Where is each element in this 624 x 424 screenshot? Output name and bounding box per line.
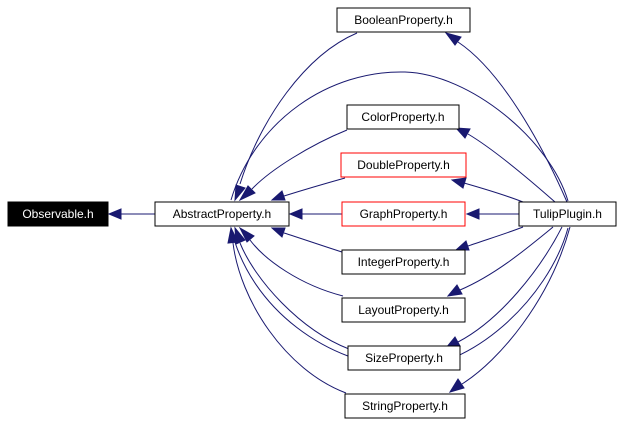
node-abstract-property[interactable]: AbstractProperty.h bbox=[154, 201, 290, 227]
edge-string-to-abstract bbox=[227, 226, 347, 394]
edge-graph-to-abstract bbox=[288, 208, 342, 220]
node-string-property[interactable]: StringProperty.h bbox=[344, 393, 466, 419]
node-layout-property[interactable]: LayoutProperty.h bbox=[341, 297, 466, 323]
edge-integer-to-abstract bbox=[270, 227, 346, 254]
edge-arc-top bbox=[230, 71, 569, 202]
node-double-property[interactable]: DoubleProperty.h bbox=[340, 152, 467, 178]
node-boolean-property-label: BooleanProperty.h bbox=[354, 13, 453, 27]
node-graph-property-label: GraphProperty.h bbox=[360, 207, 448, 221]
node-boolean-property[interactable]: BooleanProperty.h bbox=[336, 7, 471, 33]
node-color-property-label: ColorProperty.h bbox=[361, 110, 444, 124]
edge-color-to-abstract bbox=[238, 129, 348, 202]
node-integer-property[interactable]: IntegerProperty.h bbox=[341, 249, 466, 275]
edge-tulip-to-double bbox=[450, 177, 524, 203]
edge-tulip-to-boolean bbox=[444, 32, 568, 203]
node-string-property-label: StringProperty.h bbox=[362, 399, 448, 413]
node-size-property-label: SizeProperty.h bbox=[365, 351, 443, 365]
edge-abstract-to-observable bbox=[107, 208, 155, 220]
edge-tulip-to-string bbox=[448, 226, 571, 393]
edge-tulip-to-layout bbox=[446, 226, 554, 297]
node-abstract-property-label: AbstractProperty.h bbox=[173, 207, 271, 221]
edge-tulip-to-graph bbox=[465, 208, 519, 220]
node-observable[interactable]: Observable.h bbox=[7, 201, 109, 227]
edge-size-to-abstract bbox=[234, 226, 350, 350]
edge-boolean-to-abstract bbox=[234, 32, 358, 202]
node-graph-property[interactable]: GraphProperty.h bbox=[341, 201, 466, 227]
node-double-property-label: DoubleProperty.h bbox=[357, 158, 450, 172]
node-tulip-plugin[interactable]: TulipPlugin.h bbox=[518, 201, 617, 227]
node-observable-label: Observable.h bbox=[22, 207, 93, 221]
edge-tulip-to-color bbox=[454, 127, 556, 203]
node-color-property[interactable]: ColorProperty.h bbox=[346, 104, 460, 130]
node-layout-property-label: LayoutProperty.h bbox=[358, 303, 449, 317]
edge-layout-to-abstract bbox=[238, 226, 344, 297]
node-integer-property-label: IntegerProperty.h bbox=[358, 255, 450, 269]
edge-double-to-abstract bbox=[270, 177, 346, 201]
edge-tulip-to-integer bbox=[454, 226, 524, 251]
node-tulip-plugin-label: TulipPlugin.h bbox=[533, 207, 602, 221]
node-size-property[interactable]: SizeProperty.h bbox=[347, 345, 461, 371]
